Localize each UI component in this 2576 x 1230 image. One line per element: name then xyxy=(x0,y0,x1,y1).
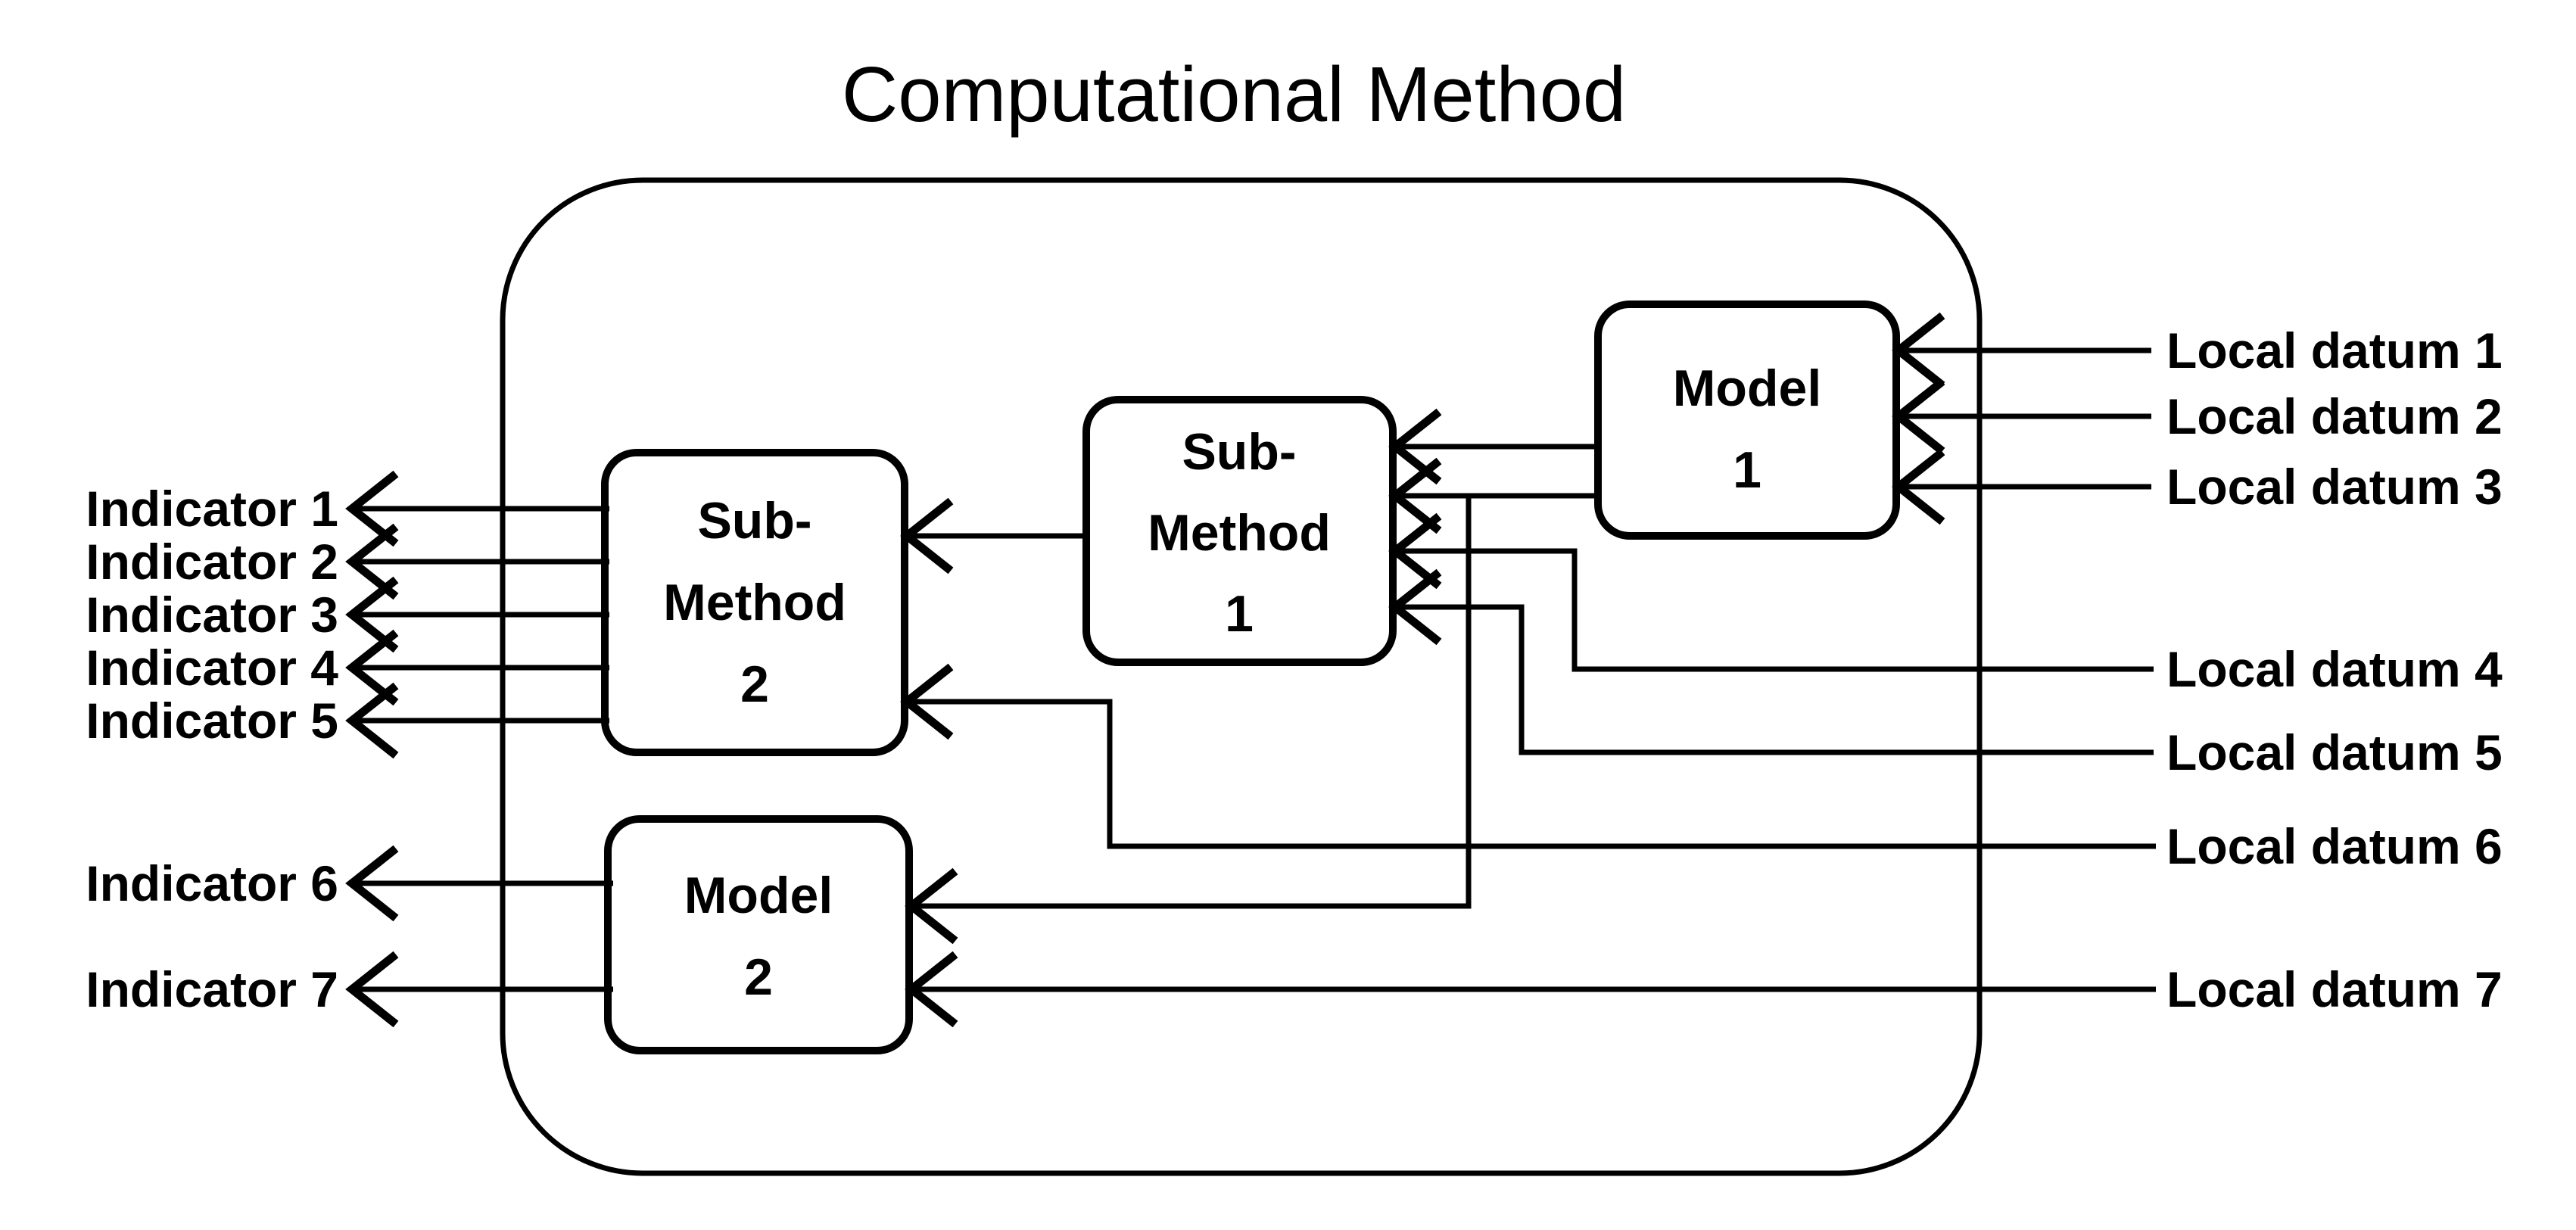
submethod2-label-line2: Method xyxy=(663,574,846,631)
submethod1-label-line2: Method xyxy=(1148,504,1331,562)
model1-label-line2: 1 xyxy=(1733,441,1761,499)
arrowhead-indicator-5 xyxy=(345,682,399,759)
input-label-local-datum-7: Local datum 7 xyxy=(2166,961,2503,1017)
connector-model1-model2-branch xyxy=(915,496,1472,909)
submethod1-label-line1: Sub- xyxy=(1182,423,1296,481)
output-label-indicator-3: Indicator 3 xyxy=(86,587,338,643)
submethod1-label-line3: 1 xyxy=(1225,585,1254,643)
arrowhead-indicator-7 xyxy=(345,951,399,1028)
node-model1: Model 1 xyxy=(1594,300,1900,540)
submethod2-box xyxy=(601,449,908,756)
arrowhead-indicator-4 xyxy=(345,629,399,706)
output-label-indicator-2: Indicator 2 xyxy=(86,534,338,590)
node-submethod2: Sub- Method 2 xyxy=(601,449,908,756)
model1-label-line1: Model xyxy=(1673,360,1821,417)
connector-local-datum-6-submethod2 xyxy=(911,699,2156,849)
input-labels: Local datum 1 Local datum 2 Local datum … xyxy=(2166,322,2503,1017)
input-label-local-datum-6: Local datum 6 xyxy=(2166,818,2503,874)
model2-box xyxy=(604,815,913,1054)
connector-local-datum-5-submethod1 xyxy=(1399,604,2154,755)
output-label-indicator-4: Indicator 4 xyxy=(86,640,338,696)
diagram-title: Computational Method xyxy=(842,51,1626,138)
input-label-local-datum-1: Local datum 1 xyxy=(2166,322,2503,378)
arrowhead-indicator-6 xyxy=(345,845,399,922)
arrowhead-indicator-2 xyxy=(345,523,399,600)
output-label-indicator-1: Indicator 1 xyxy=(86,481,338,537)
connector-lines xyxy=(356,347,2156,992)
node-model2: Model 2 xyxy=(604,815,913,1054)
model2-label-line1: Model xyxy=(684,867,833,924)
output-label-indicator-5: Indicator 5 xyxy=(86,693,338,749)
input-label-local-datum-2: Local datum 2 xyxy=(2166,388,2503,444)
input-label-local-datum-3: Local datum 3 xyxy=(2166,459,2503,515)
input-label-local-datum-5: Local datum 5 xyxy=(2166,724,2503,780)
method-boundary-box xyxy=(500,177,1983,1176)
arrowhead-indicator-3 xyxy=(345,576,399,653)
arrowhead-indicator-1 xyxy=(345,470,399,547)
output-label-indicator-7: Indicator 7 xyxy=(86,961,338,1017)
submethod2-label-line1: Sub- xyxy=(697,492,811,550)
input-label-local-datum-4: Local datum 4 xyxy=(2166,641,2503,697)
submethod2-label-line3: 2 xyxy=(740,655,769,713)
connector-local-datum-4-submethod1 xyxy=(1399,548,2154,672)
node-submethod1: Sub- Method 1 xyxy=(1082,396,1397,666)
output-label-indicator-6: Indicator 6 xyxy=(86,855,338,911)
submethod1-box xyxy=(1082,396,1397,666)
output-labels: Indicator 1 Indicator 2 Indicator 3 Indi… xyxy=(86,481,338,1017)
model1-box xyxy=(1594,300,1900,540)
model2-label-line2: 2 xyxy=(744,948,773,1006)
